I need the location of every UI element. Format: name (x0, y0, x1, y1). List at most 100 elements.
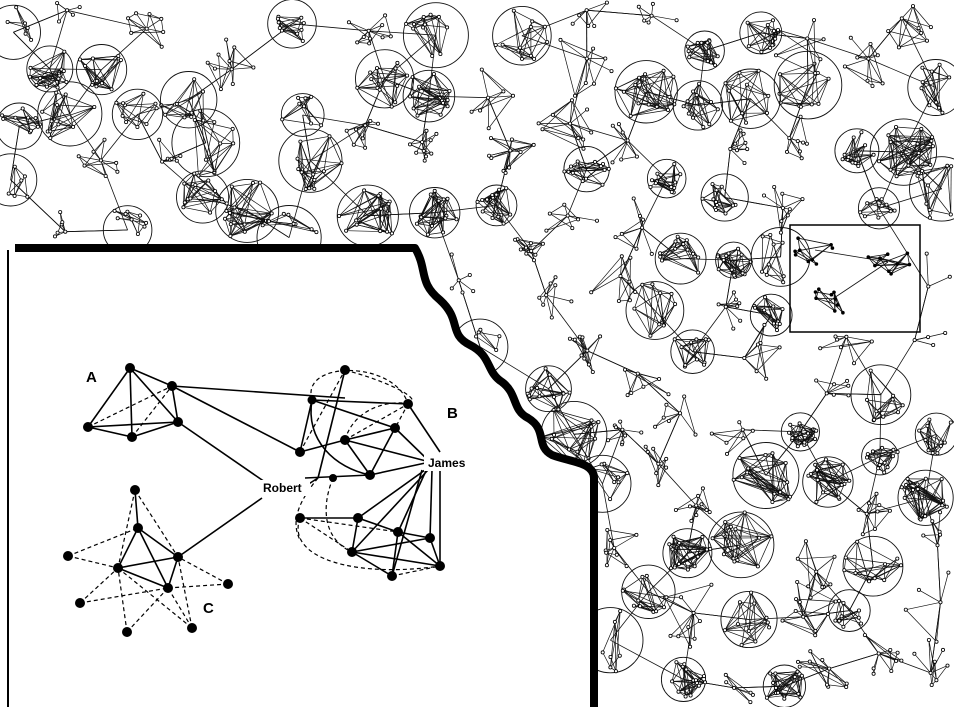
network-node (735, 148, 740, 153)
network-node (25, 25, 30, 30)
cluster-edge (184, 79, 195, 118)
cluster-edge (371, 75, 408, 80)
network-node (836, 495, 841, 500)
network-node (678, 411, 683, 416)
robert-label: Robert (263, 481, 302, 495)
network-node (723, 672, 728, 677)
cluster-edge (369, 72, 396, 103)
cluster-edge (458, 274, 470, 281)
bridge-edge (627, 140, 667, 179)
network-node (598, 334, 603, 339)
network-node (670, 679, 675, 684)
cluster-ring (914, 412, 954, 456)
network-node (743, 140, 748, 145)
cluster-edge (451, 254, 460, 281)
bridge-edge (496, 205, 532, 252)
cluster-edge (513, 10, 523, 59)
network-node (868, 368, 873, 373)
cluster-edge (30, 67, 60, 76)
network-node (666, 108, 671, 113)
cluster-edge (56, 104, 74, 128)
cluster-edge (278, 22, 298, 34)
cluster-ring (850, 364, 912, 426)
cluster-edge (231, 182, 261, 187)
cluster-edge (244, 182, 254, 225)
cluster-edge (41, 94, 66, 112)
network-node (297, 101, 302, 106)
cluster-edge (761, 242, 783, 272)
network-node (673, 246, 678, 251)
network-node (639, 430, 644, 435)
network-node (912, 338, 917, 343)
network-node (22, 174, 27, 179)
cluster-edge (921, 128, 934, 147)
network-node (617, 653, 622, 658)
cluster-edge (131, 28, 147, 34)
cluster-edge (378, 195, 381, 232)
network-node (724, 253, 729, 258)
cluster-edge (412, 76, 442, 95)
network-node (627, 298, 632, 303)
network-node (500, 42, 505, 47)
bridge-edge (569, 58, 588, 124)
cluster-edge (477, 201, 504, 224)
network-node (866, 56, 871, 61)
cluster-edge (679, 536, 703, 544)
network-node (737, 420, 742, 425)
cluster-edge (890, 128, 922, 170)
cluster-edge (870, 370, 875, 421)
network-node (863, 143, 868, 148)
network-node (902, 495, 907, 500)
cluster-edge (323, 136, 330, 172)
network-node (584, 176, 589, 181)
network-node (224, 201, 229, 206)
network-node (120, 113, 125, 118)
network-node (157, 137, 162, 142)
cluster-edge (898, 40, 928, 48)
cluster-edge (413, 14, 431, 25)
cluster-ring (525, 365, 572, 413)
network-node (363, 123, 368, 128)
network-node (771, 680, 776, 685)
cluster-edge (756, 324, 765, 372)
network-node (787, 207, 792, 212)
network-node (596, 419, 601, 424)
network-node (740, 427, 745, 432)
cluster-edge (780, 215, 789, 233)
cluster-edge (917, 140, 932, 145)
cluster-edge (772, 498, 789, 503)
network-node (308, 121, 313, 126)
cluster-edge (620, 256, 623, 277)
network-node (533, 252, 538, 257)
cluster-edge (560, 39, 576, 96)
cluster-edge (479, 97, 489, 111)
network-node (676, 689, 681, 694)
cluster-edge (786, 151, 802, 159)
cluster-edge (491, 150, 511, 159)
cluster-edge (904, 478, 942, 499)
network-node (178, 153, 183, 158)
network-node (566, 169, 571, 174)
network-node (947, 274, 952, 279)
cluster-edge (684, 663, 706, 683)
cluster-ring (278, 128, 343, 193)
cluster-edge (825, 459, 843, 465)
box-node (793, 253, 798, 257)
cluster-edge (922, 67, 937, 103)
cluster-edge (577, 161, 587, 179)
cluster-edge (835, 600, 840, 621)
cluster-edge (300, 135, 330, 142)
cluster-edge (368, 24, 383, 32)
network-node (772, 184, 777, 189)
network-node (378, 206, 383, 211)
network-node (102, 137, 107, 142)
cluster-edge (553, 434, 570, 450)
network-node (745, 20, 750, 25)
cluster-edge (615, 227, 643, 238)
network-node (56, 122, 61, 127)
cluster-edge (723, 522, 726, 535)
network-node (868, 42, 873, 47)
network-node (892, 208, 897, 213)
cluster-edge (689, 612, 694, 647)
cluster-edge (558, 392, 570, 410)
